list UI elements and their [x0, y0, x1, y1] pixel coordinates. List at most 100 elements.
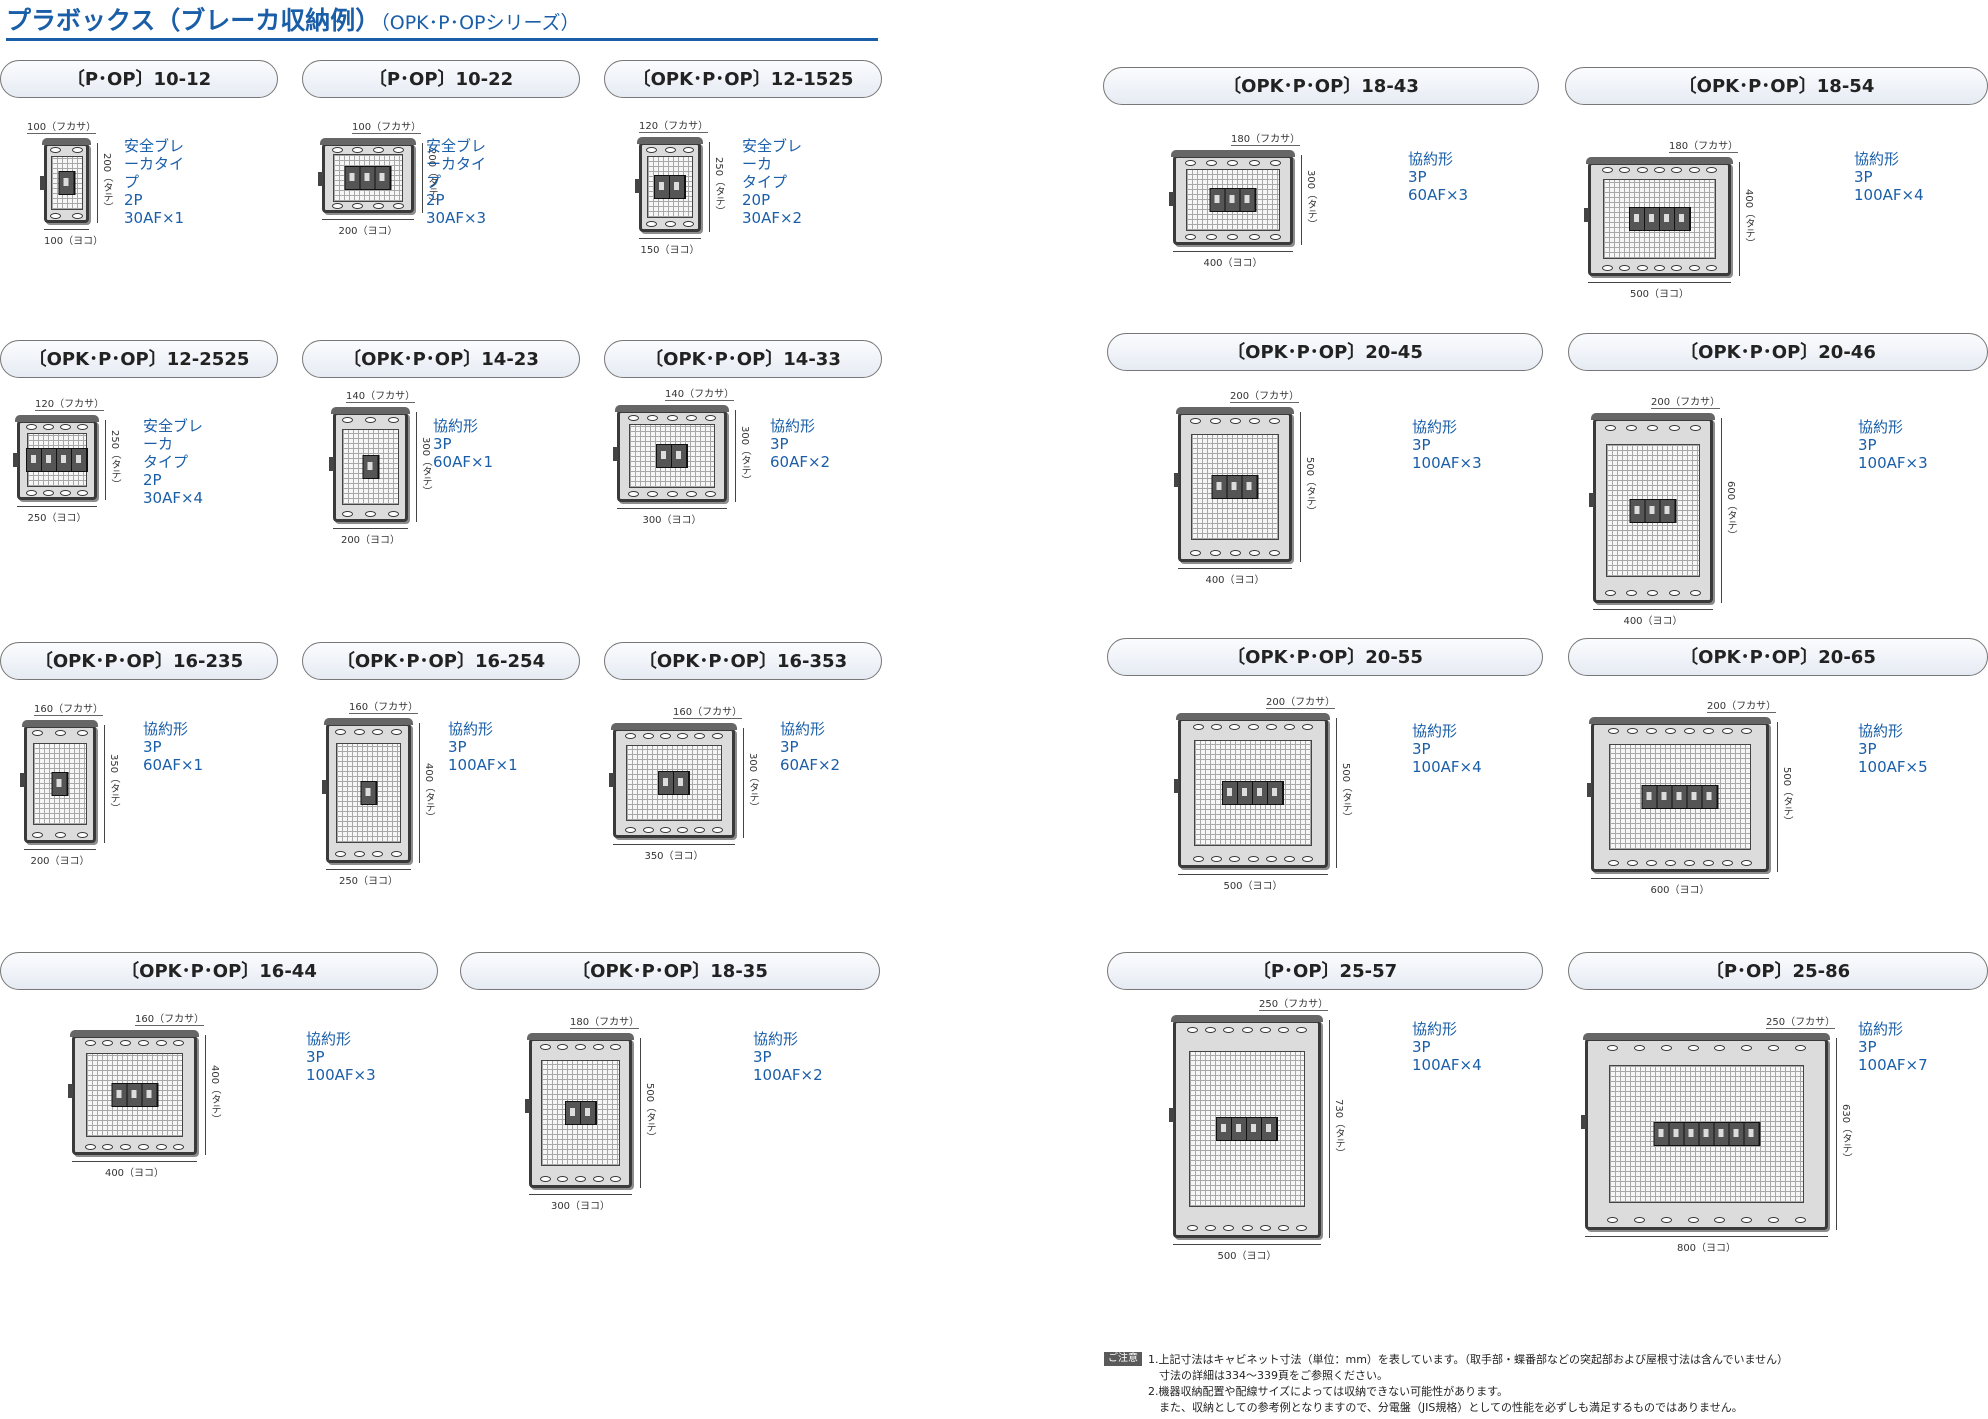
page-title: プラボックス（ブレーカ収納例）（OPK･P･OPシリーズ）	[6, 4, 878, 41]
breaker-icon	[1669, 1123, 1684, 1145]
height-dimension: 500（タテ）	[1777, 722, 1792, 872]
depth-dimension: 200（フカサ）	[1707, 697, 1777, 713]
breaker-spec: 協約形 3P 100AF×2	[753, 1030, 823, 1084]
breaker-group	[654, 175, 686, 199]
breaker-group	[51, 772, 69, 796]
model-label: 〔OPK･P･OP〕16-235	[0, 642, 278, 680]
notes-line-4: また、収納としての参考例となりますので、分電盤（JIS規格）としての性能を必ずし…	[1148, 1401, 1743, 1414]
breaker-group	[1641, 785, 1719, 809]
breaker-icon	[1659, 208, 1675, 230]
breaker-group	[1628, 207, 1691, 231]
breaker-group	[344, 166, 392, 190]
breaker-icon	[142, 1084, 157, 1106]
breaker-icon	[674, 772, 689, 794]
breaker-icon	[1657, 786, 1673, 808]
height-dimension: 300（タテ）	[735, 410, 750, 502]
breaker-spec: 協約形 3P 100AF×1	[448, 720, 518, 774]
breaker-spec: 協約形 3P 100AF×4	[1854, 150, 1924, 204]
model-label: 〔OPK･P･OP〕20-45	[1107, 333, 1543, 371]
width-dimension: 800（ヨコ）	[1585, 1236, 1828, 1254]
model-label: 〔OPK･P･OP〕16-254	[302, 642, 580, 680]
model-label: 〔OPK･P･OP〕12-2525	[0, 340, 278, 378]
depth-dimension: 120（フカサ）	[35, 395, 105, 411]
height-dimension: 300（タテ）	[743, 728, 758, 838]
breaker-group	[1222, 781, 1284, 805]
model-label: 〔OPK･P･OP〕16-353	[604, 642, 882, 680]
breaker-spec: 協約形 3P 100AF×3	[306, 1030, 376, 1084]
breaker-icon	[1630, 499, 1646, 522]
breaker-spec: 協約形 3P 100AF×3	[1858, 418, 1928, 472]
height-dimension: 400（タテ）	[205, 1035, 220, 1155]
breaker-group	[360, 781, 377, 805]
page-title-sub: （OPK･P･OPシリーズ）	[380, 12, 580, 34]
breaker-spec: 協約形 3P 100AF×4	[1412, 1020, 1482, 1074]
breaker-icon	[1253, 782, 1268, 804]
cabinet-drawing	[318, 138, 416, 213]
model-label: 〔OPK･P･OP〕14-23	[302, 340, 580, 378]
breaker-spec: 協約形 3P 100AF×7	[1858, 1020, 1928, 1074]
depth-dimension: 250（フカサ）	[1766, 1013, 1836, 1029]
breaker-spec: 協約形 3P 60AF×1	[143, 720, 204, 774]
breaker-icon	[52, 773, 68, 795]
depth-dimension: 160（フカサ）	[673, 703, 743, 719]
breaker-icon	[127, 1084, 142, 1106]
breaker-icon	[345, 167, 361, 189]
model-label: 〔OPK･P･OP〕20-65	[1568, 638, 1988, 676]
cabinet-drawing	[1174, 407, 1294, 562]
depth-dimension: 160（フカサ）	[135, 1010, 205, 1026]
depth-dimension: 180（フカサ）	[1669, 137, 1739, 153]
breaker-icon	[1699, 1123, 1714, 1145]
height-dimension: 730（タテ）	[1329, 1020, 1344, 1238]
breaker-spec: 協約形 3P 60AF×3	[1408, 150, 1469, 204]
breaker-group	[111, 1083, 158, 1107]
breaker-icon	[580, 1102, 596, 1124]
breaker-icon	[42, 449, 57, 471]
depth-dimension: 160（フカサ）	[34, 700, 104, 716]
breaker-icon	[1729, 1123, 1744, 1145]
height-dimension: 250（タテ）	[709, 142, 724, 232]
width-dimension: 350（ヨコ）	[613, 844, 735, 862]
breaker-icon	[1654, 1123, 1669, 1145]
width-dimension: 600（ヨコ）	[1591, 878, 1769, 896]
width-dimension: 500（ヨコ）	[1173, 1244, 1321, 1262]
breaker-icon	[1217, 1118, 1232, 1140]
model-label: 〔OPK･P･OP〕18-54	[1565, 67, 1988, 105]
breaker-icon	[1240, 189, 1256, 211]
breaker-group	[1209, 188, 1257, 212]
breaker-spec: 協約形 3P 60AF×2	[780, 720, 841, 774]
height-dimension: 600（タテ）	[1721, 418, 1736, 603]
model-label: 〔OPK･P･OP〕20-46	[1568, 333, 1988, 371]
depth-dimension: 180（フカサ）	[1231, 130, 1301, 146]
width-dimension: 200（ヨコ）	[24, 849, 96, 867]
height-dimension: 400（タテ）	[419, 723, 434, 863]
cabinet-drawing	[609, 723, 737, 838]
width-dimension: 250（ヨコ）	[17, 506, 97, 524]
cabinet-drawing	[40, 138, 91, 223]
height-dimension: 400（タテ）	[1739, 162, 1754, 276]
model-label: 〔OPK･P･OP〕18-43	[1103, 67, 1539, 105]
breaker-group	[658, 771, 690, 795]
breaker-icon	[57, 449, 72, 471]
breaker-icon	[1225, 189, 1241, 211]
width-dimension: 200（ヨコ）	[333, 528, 408, 546]
depth-dimension: 140（フカサ）	[346, 387, 416, 403]
width-dimension: 150（ヨコ）	[639, 238, 701, 256]
breaker-icon	[1684, 1123, 1699, 1145]
breaker-icon	[1268, 782, 1283, 804]
height-dimension: 300（タテ）	[1301, 155, 1316, 245]
breaker-spec: 協約形 3P 60AF×2	[770, 417, 831, 471]
breaker-icon	[1262, 1118, 1277, 1140]
breaker-icon	[1247, 1118, 1262, 1140]
breaker-icon	[1674, 208, 1690, 230]
cabinet-drawing	[329, 407, 410, 522]
breaker-spec: 協約形 3P 100AF×3	[1412, 418, 1482, 472]
depth-dimension: 200（フカサ）	[1266, 693, 1336, 709]
model-label: 〔OPK･P･OP〕14-33	[604, 340, 882, 378]
breaker-group	[1216, 1117, 1278, 1141]
breaker-icon	[1687, 786, 1703, 808]
cabinet-drawing	[525, 1033, 634, 1188]
breaker-spec: 安全ブレーカタイプ 2P 30AF×3	[426, 137, 487, 227]
breaker-group	[1653, 1122, 1760, 1146]
breaker-icon	[27, 449, 42, 471]
